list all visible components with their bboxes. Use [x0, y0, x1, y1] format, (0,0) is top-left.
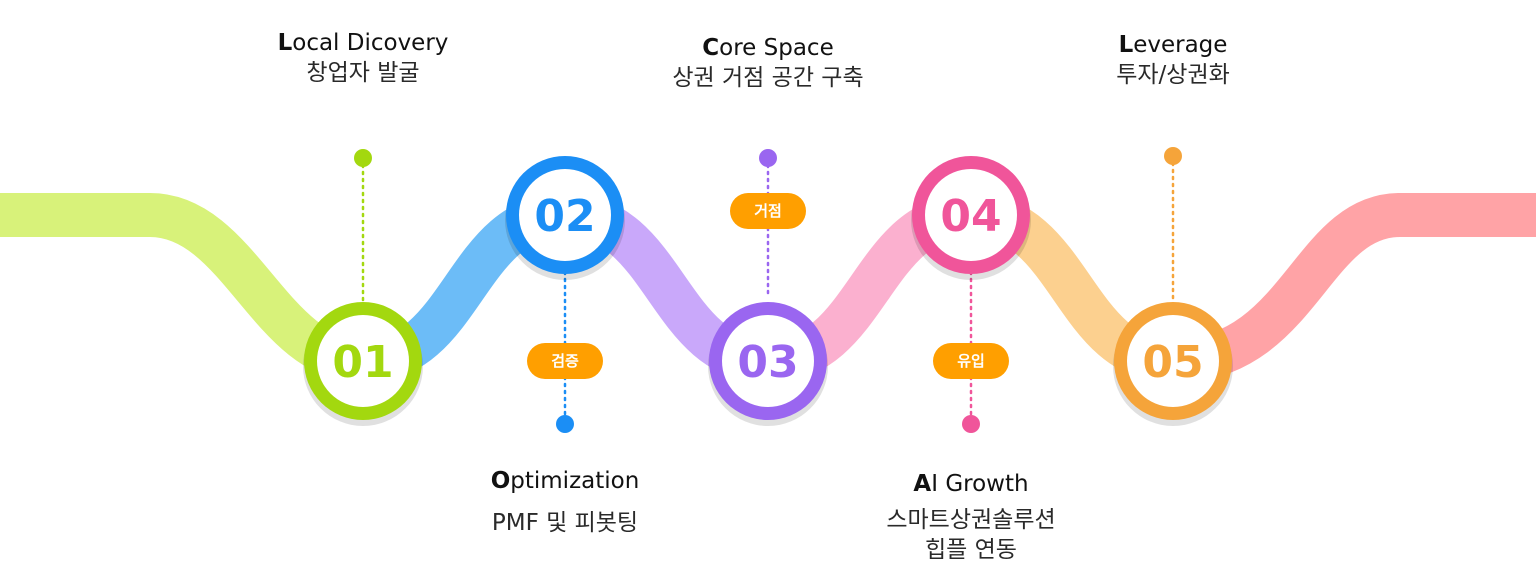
step-4-subtitle: 스마트상권솔루션 — [886, 507, 1056, 533]
step-node-1: 01 — [303, 302, 423, 426]
step-node-face — [925, 169, 1017, 261]
step-2-subtitle: PMF 및 피봇팅 — [491, 510, 639, 536]
step-number-2: 02 — [534, 191, 595, 242]
step-2-title: Optimization — [490, 468, 640, 494]
step-5-label: Leverage 투자/상권화 — [1116, 30, 1230, 90]
step-4-title: AI Growth — [913, 471, 1029, 497]
step-3-subtitle: 상권 거점 공간 구축 — [672, 65, 864, 91]
step-node-face — [519, 169, 611, 261]
connector-dot-3 — [759, 149, 777, 167]
step-node-face — [317, 315, 409, 407]
step-node-4: 04 — [911, 156, 1031, 280]
step-node-5: 05 — [1113, 302, 1233, 426]
connector-dot-1 — [354, 149, 372, 167]
step-number-3: 03 — [737, 337, 798, 388]
tag-hub: 거점 — [730, 193, 806, 229]
step-number-1: 01 — [332, 337, 393, 388]
step-4-subtitle-2: 힙플 연동 — [925, 537, 1017, 563]
connector-dot-4 — [962, 415, 980, 433]
step-1-label: Local Dicovery 창업자 발굴 — [278, 28, 449, 88]
step-3-label: Core Space 상권 거점 공간 구축 — [672, 33, 863, 93]
step-4-label: AI Growth 스마트상권솔루션 힙플 연동 — [886, 469, 1055, 565]
connector-dot-2 — [556, 415, 574, 433]
tag-inflow: 유입 — [933, 343, 1009, 379]
step-node-3: 03 — [708, 302, 828, 426]
step-5-subtitle: 투자/상권화 — [1116, 62, 1230, 88]
tag-verify: 검증 — [527, 343, 603, 379]
step-1-subtitle: 창업자 발굴 — [306, 60, 420, 86]
connector-dot-5 — [1164, 147, 1182, 165]
step-number-5: 05 — [1142, 337, 1203, 388]
step-2-label: Optimization PMF 및 피봇팅 — [491, 466, 640, 538]
step-number-4: 04 — [940, 191, 1001, 242]
step-node-2: 02 — [505, 156, 625, 280]
step-5-title: Leverage — [1118, 32, 1228, 58]
step-1-title: Local Dicovery — [277, 30, 449, 56]
step-node-face — [722, 315, 814, 407]
step-node-face — [1127, 315, 1219, 407]
step-3-title: Core Space — [702, 35, 834, 61]
